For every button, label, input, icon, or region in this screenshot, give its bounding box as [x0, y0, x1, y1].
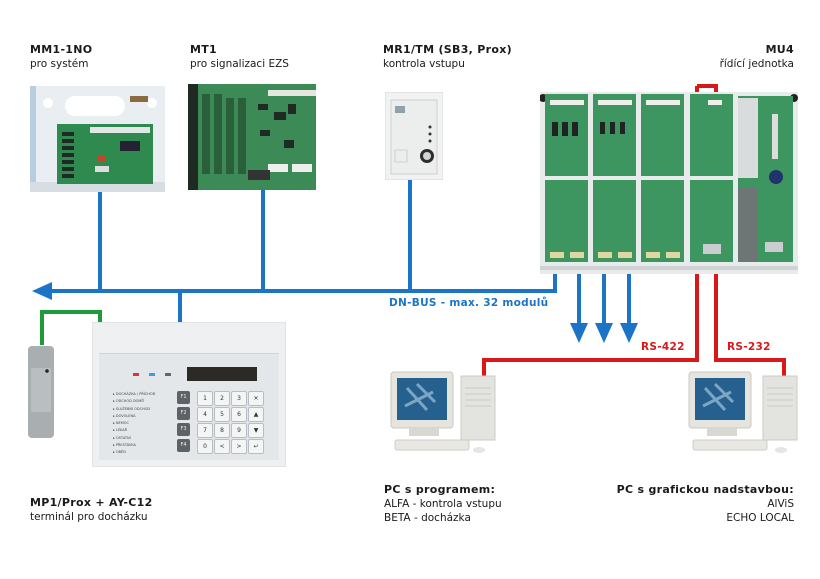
rs422-label: RS-422 — [641, 341, 685, 353]
menu-item[interactable]: ▸ OSTATNÍ — [113, 435, 131, 440]
rs232-label: RS-232 — [727, 341, 771, 353]
dn-bus-label: DN-BUS - max. 32 modulů — [389, 297, 549, 309]
menu-item[interactable]: ▸ PŘESTÁVKA — [113, 443, 136, 448]
prox-reader-image — [28, 346, 54, 438]
terminal-menu: ▸ DOCHÁZKA / PŘÍCHOD ▸ ODCHOD DOMŮ ▸ SLU… — [113, 391, 173, 457]
mu4-label: MU4 řídící jednotka — [720, 43, 794, 71]
pc1-line: BETA - docházka — [384, 512, 471, 524]
menu-item[interactable]: ▸ LÉKAŘ — [113, 428, 128, 433]
mp1-title: MP1/Prox + AY-C12 — [30, 496, 153, 509]
keypad-key[interactable]: 7 — [197, 423, 213, 438]
led-red — [133, 373, 139, 376]
mu4-title: MU4 — [765, 43, 794, 56]
mu4-subtitle: řídící jednotka — [719, 58, 794, 70]
keypad-key[interactable]: 1 — [197, 391, 213, 406]
mr1-device-image — [384, 91, 444, 181]
keypad-key[interactable]: 4 — [197, 407, 213, 422]
bus-arrow-down-3 — [620, 323, 638, 343]
keypad-key[interactable]: ▲ — [248, 407, 264, 422]
menu-item[interactable]: ▸ ODCHOD DOMŮ — [113, 399, 144, 404]
mr1-title: MR1/TM (SB3, Prox) — [383, 43, 512, 56]
mr1-label: MR1/TM (SB3, Prox) kontrola vstupu — [383, 43, 512, 71]
keypad-key[interactable]: ↵ — [248, 439, 264, 454]
mp1-label: MP1/Prox + AY-C12 terminál pro docházku — [30, 496, 153, 524]
mt1-title: MT1 — [190, 43, 218, 56]
menu-item[interactable]: ▸ DOVOLENÁ — [113, 413, 136, 418]
function-key[interactable]: F2 — [177, 407, 190, 420]
mu4-device-image — [539, 92, 798, 274]
keypad-key[interactable]: ✕ — [248, 391, 264, 406]
keypad-key[interactable]: 3 — [231, 391, 247, 406]
function-key[interactable]: F3 — [177, 423, 190, 436]
menu-item[interactable]: ▸ NEMOC — [113, 421, 129, 426]
function-key[interactable]: F4 — [177, 439, 190, 452]
bus-arrow-down-2 — [595, 323, 613, 343]
terminal-display — [187, 367, 257, 381]
bus-arrow-down-1 — [570, 323, 588, 343]
led-gray — [165, 373, 171, 376]
keypad-key[interactable]: < — [214, 439, 230, 454]
pc2-computer-image — [685, 362, 801, 460]
keypad-key[interactable]: ▼ — [248, 423, 264, 438]
mm1-subtitle: pro systém — [30, 58, 89, 70]
rs232-line — [714, 255, 786, 384]
mt1-subtitle: pro signalizaci EZS — [190, 58, 289, 70]
pc1-title: PC s programem: — [384, 483, 496, 496]
menu-item[interactable]: ▸ OBĚD — [113, 450, 126, 455]
mm1-device-image — [30, 86, 165, 192]
pc2-title: PC s grafickou nadstavbou: — [616, 483, 794, 496]
mm1-label: MM1-1NO pro systém — [30, 43, 92, 71]
keypad-key[interactable]: 5 — [214, 407, 230, 422]
keypad-key[interactable]: 6 — [231, 407, 247, 422]
bus-main — [50, 255, 557, 293]
pc1-label: PC s programem: ALFA - kontrola vstupu B… — [384, 483, 502, 525]
pc1-line: ALFA - kontrola vstupu — [384, 498, 502, 510]
menu-item[interactable]: ▸ DOCHÁZKA / PŘÍCHOD — [113, 392, 156, 396]
led-blue — [149, 373, 155, 376]
bus-arrowheads — [32, 282, 638, 343]
function-key[interactable]: F1 — [177, 391, 190, 404]
keypad-key[interactable]: 0 — [197, 439, 213, 454]
pc1-computer-image — [387, 362, 497, 460]
keypad-key[interactable]: 9 — [231, 423, 247, 438]
pc2-line: AlViS — [767, 498, 794, 510]
menu-item[interactable]: ▸ SLUŽEBNÍ ODCHOD — [113, 406, 151, 411]
keypad-key[interactable]: 8 — [214, 423, 230, 438]
keypad-key[interactable]: 2 — [214, 391, 230, 406]
pc2-line: ECHO LOCAL — [726, 512, 794, 524]
bus-arrow-left — [32, 282, 52, 300]
mt1-label: MT1 pro signalizaci EZS — [190, 43, 289, 71]
mt1-device-image — [188, 84, 316, 190]
mr1-subtitle: kontrola vstupu — [383, 58, 465, 70]
mp1-subtitle: terminál pro docházku — [30, 511, 148, 523]
reader-wire — [40, 310, 102, 345]
terminal-device: ▸ DOCHÁZKA / PŘÍCHOD ▸ ODCHOD DOMŮ ▸ SLU… — [92, 322, 286, 467]
mm1-title: MM1-1NO — [30, 43, 93, 56]
pc2-label: PC s grafickou nadstavbou: AlViS ECHO LO… — [617, 483, 794, 525]
keypad-key[interactable]: > — [231, 439, 247, 454]
